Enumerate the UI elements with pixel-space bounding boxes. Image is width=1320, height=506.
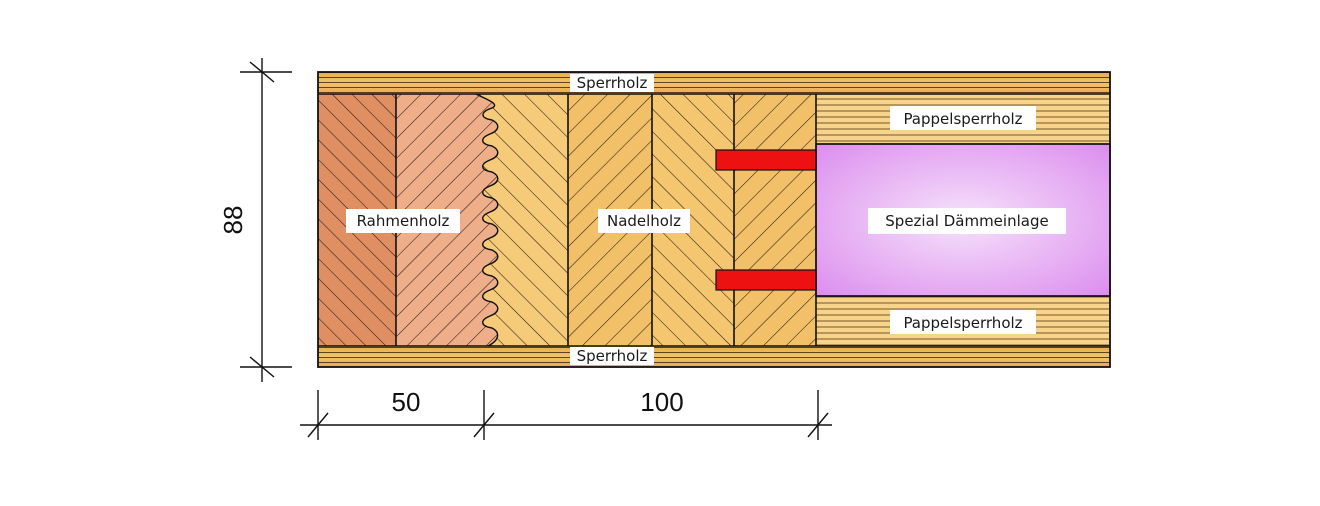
frame-width-label: 50 bbox=[392, 387, 421, 417]
poplar-plywood-bottom bbox=[816, 296, 1110, 346]
svg-text:Pappelsperrholz: Pappelsperrholz bbox=[903, 110, 1022, 128]
svg-text:Pappelsperrholz: Pappelsperrholz bbox=[903, 314, 1022, 332]
label-pappelsperrholz-bottom: Pappelsperrholz bbox=[890, 310, 1036, 334]
label-nadelholz: Nadelholz bbox=[598, 209, 690, 233]
seal-strip-bottom bbox=[715, 269, 817, 291]
label-sperrholz-top: Sperrholz bbox=[570, 74, 654, 92]
label-rahmenholz: Rahmenholz bbox=[346, 209, 460, 233]
label-pappelsperrholz-top: Pappelsperrholz bbox=[890, 106, 1036, 130]
svg-text:Sperrholz: Sperrholz bbox=[577, 347, 648, 365]
svg-text:Rahmenholz: Rahmenholz bbox=[357, 212, 450, 230]
core-wood bbox=[395, 93, 816, 347]
section-outline bbox=[317, 71, 1111, 368]
label-daemmeinlage: Spezial Dämmeinlage bbox=[868, 208, 1066, 234]
height-dimension bbox=[240, 58, 292, 382]
svg-text:Sperrholz: Sperrholz bbox=[577, 74, 648, 92]
width-dimension bbox=[300, 390, 832, 440]
seal-strip-top bbox=[715, 149, 817, 171]
core-width-label: 100 bbox=[640, 387, 683, 417]
label-sperrholz-bottom: Sperrholz bbox=[570, 347, 654, 365]
svg-text:Spezial Dämmeinlage: Spezial Dämmeinlage bbox=[885, 212, 1048, 230]
plywood-bottom bbox=[318, 346, 1110, 367]
height-dimension-label: 88 bbox=[218, 206, 248, 235]
svg-text:Nadelholz: Nadelholz bbox=[607, 212, 681, 230]
plywood-top bbox=[318, 72, 1110, 94]
